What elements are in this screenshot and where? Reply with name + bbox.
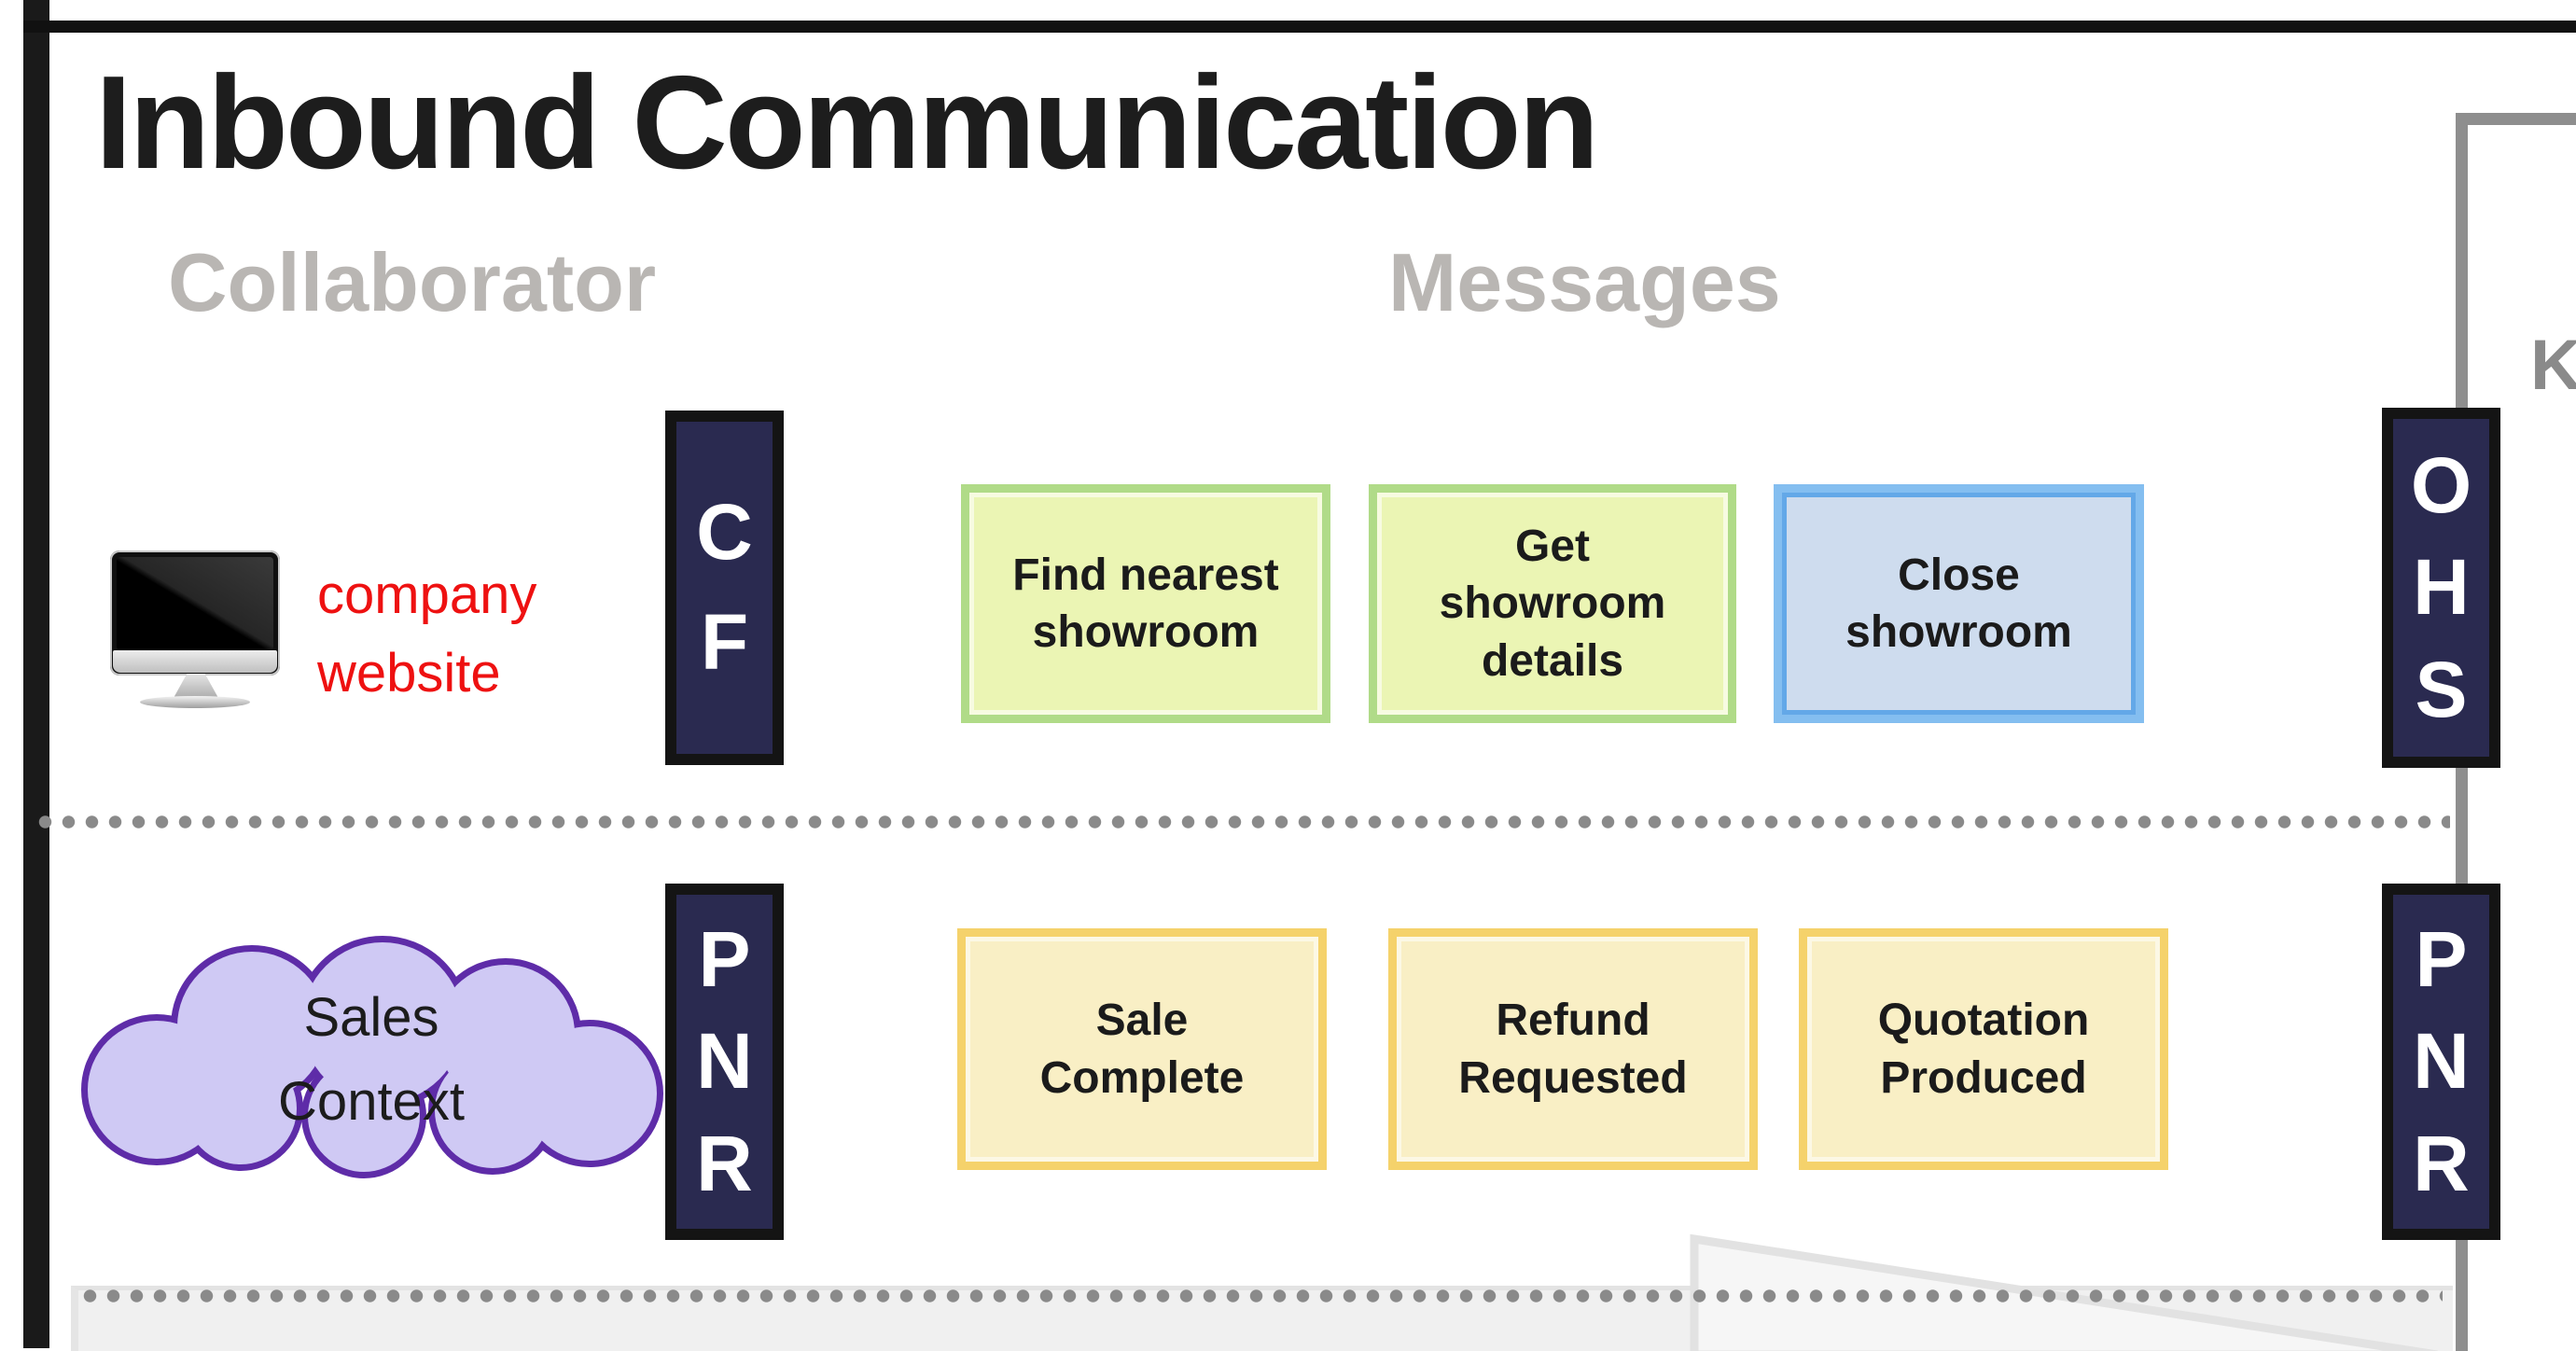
desktop-computer-icon <box>110 550 280 711</box>
bar-letter: N <box>2413 1017 2470 1106</box>
message-box-sale-complete: Sale Complete <box>957 928 1327 1170</box>
lifeline-bar-ohs: O H S <box>2382 408 2500 768</box>
lane-separator-dotted-line-2 <box>78 1288 2443 1303</box>
lane-separator-dotted-line-1 <box>34 815 2450 829</box>
bar-letter: S <box>2415 645 2468 733</box>
cloud-shape <box>81 936 663 1178</box>
monitor-frame <box>110 550 280 676</box>
connector-line-middle-vertical <box>2456 768 2468 884</box>
collaborator-label-sales-context: Sales Context <box>278 987 465 1132</box>
bar-letter: O <box>2410 440 2472 529</box>
message-box-refund-requested: Refund Requested <box>1388 928 1758 1170</box>
lane-header-messages: Messages <box>1388 236 1781 328</box>
lifeline-bar-pnr-left: P N R <box>665 884 784 1240</box>
bar-letter: P <box>2415 914 2468 1003</box>
message-box-quotation-produced: Quotation Produced <box>1799 928 2168 1170</box>
bar-letter: C <box>696 488 753 577</box>
lifeline-bar-pnr-right: P N R <box>2382 884 2500 1240</box>
top-border-line <box>23 21 2576 33</box>
bar-letter: F <box>700 598 749 686</box>
monitor-chin <box>113 650 277 673</box>
bar-letter: H <box>2413 543 2470 632</box>
bar-letter: P <box>698 914 751 1003</box>
lifeline-bar-cf: C F <box>665 411 784 765</box>
monitor-stand <box>174 674 218 698</box>
connector-line-top-horizontal <box>2456 113 2576 125</box>
left-border-bar <box>23 0 49 1348</box>
monitor-screen <box>117 557 273 650</box>
connector-line-bottom-vertical <box>2456 1240 2468 1351</box>
collaborator-label-company-website: company website <box>317 564 537 704</box>
connector-line-top-vertical <box>2456 113 2468 408</box>
page-title: Inbound Communication <box>95 49 1599 197</box>
monitor-base <box>140 696 250 708</box>
bar-letter: R <box>2413 1119 2470 1207</box>
message-box-get-showroom-details: Get showroom details <box>1369 484 1736 723</box>
message-box-close-showroom: Close showroom <box>1774 484 2144 723</box>
lane-header-collaborator: Collaborator <box>168 236 657 328</box>
message-box-find-nearest-showroom: Find nearest showroom <box>961 484 1330 723</box>
bar-letter: R <box>696 1119 753 1207</box>
bar-letter: N <box>696 1017 753 1106</box>
cropped-right-label: K <box>2530 326 2576 405</box>
